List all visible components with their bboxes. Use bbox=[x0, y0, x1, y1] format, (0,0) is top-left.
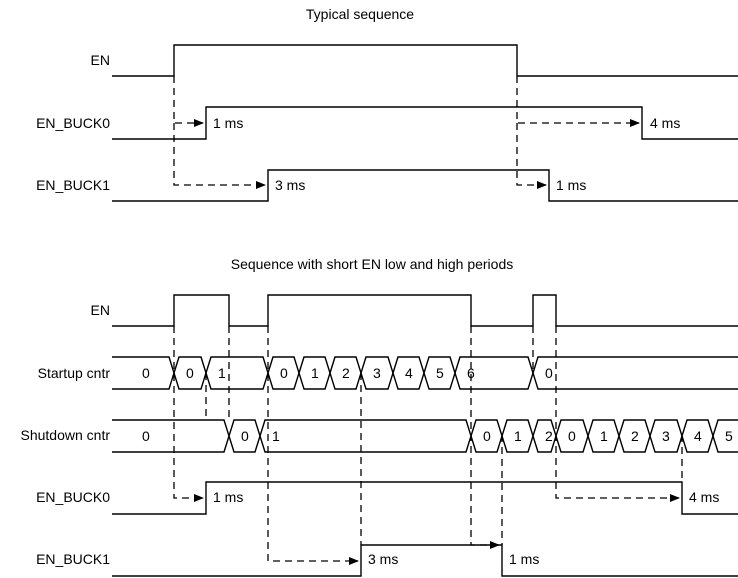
startup-counter-value: 0 bbox=[280, 365, 288, 381]
short-en-fall2-to-buck1-arrow bbox=[470, 326, 500, 549]
short-buck1-off-delay: 1 ms bbox=[509, 551, 539, 567]
short-en-buck0-label: EN_BUCK0 bbox=[36, 489, 110, 505]
shutdown-counter-value: 5 bbox=[725, 428, 733, 444]
shutdown-counter-value: 4 bbox=[694, 428, 702, 444]
typical-buck0-on-delay: 1 ms bbox=[213, 115, 243, 131]
startup-counter-segment bbox=[532, 356, 738, 390]
shutdown-counter-value: 0 bbox=[142, 428, 150, 444]
typical-buck1-off-delay: 1 ms bbox=[556, 177, 586, 193]
short-en-label: EN bbox=[91, 302, 110, 318]
short-en-buck0-waveform bbox=[112, 481, 738, 515]
short-en-rise2-to-buck1-arrow bbox=[267, 326, 359, 565]
short-buck0-on-delay: 1 ms bbox=[213, 489, 243, 505]
shutdown-counter-value: 1 bbox=[600, 428, 608, 444]
startup-counter-value: 0 bbox=[545, 365, 553, 381]
startup-counter-value: 6 bbox=[467, 365, 475, 381]
short-startup-label: Startup cntr bbox=[38, 365, 111, 381]
shutdown-counter-value: 1 bbox=[272, 428, 280, 444]
shutdown-counter-segment bbox=[259, 419, 472, 453]
shutdown-counter-value: 2 bbox=[631, 428, 639, 444]
shutdown-counter-value: 1 bbox=[514, 428, 522, 444]
typical-en-fall-to-buck0-arrow bbox=[516, 76, 640, 127]
startup-counter-segment bbox=[205, 356, 269, 390]
shutdown-counter-value: 0 bbox=[483, 428, 491, 444]
shutdown-counter-value: 0 bbox=[568, 428, 576, 444]
startup-counter-value: 0 bbox=[142, 365, 150, 381]
startup-counter-value: 0 bbox=[186, 365, 194, 381]
typical-buck0-off-delay: 4 ms bbox=[650, 115, 680, 131]
shutdown-counter-segment bbox=[712, 419, 738, 453]
typical-en-buck1-waveform bbox=[112, 169, 738, 202]
short-title: Sequence with short EN low and high peri… bbox=[231, 256, 514, 272]
startup-counter-value: 3 bbox=[373, 365, 381, 381]
short-buck1-on-delay: 3 ms bbox=[368, 551, 398, 567]
typical-en-buck0-label: EN_BUCK0 bbox=[36, 115, 110, 131]
short-en-buck1-label: EN_BUCK1 bbox=[36, 551, 110, 567]
typical-en-label: EN bbox=[91, 52, 110, 68]
short-en-waveform bbox=[112, 294, 738, 327]
startup-counter-value: 2 bbox=[342, 365, 350, 381]
typical-buck1-on-delay: 3 ms bbox=[275, 177, 305, 193]
typical-en-buck1-label: EN_BUCK1 bbox=[36, 177, 110, 193]
short-en-buck1-waveform bbox=[112, 544, 738, 577]
startup-counter-value: 5 bbox=[436, 365, 444, 381]
startup-counter-bus: 0 0 1 0 1 2 3 4 5 6 0 bbox=[112, 356, 738, 390]
shutdown-counter-value: 2 bbox=[545, 428, 553, 444]
typical-en-buck0-waveform bbox=[112, 106, 738, 140]
typical-title: Typical sequence bbox=[306, 6, 414, 22]
short-buck0-off-delay: 4 ms bbox=[689, 489, 719, 505]
short-shutdown-label: Shutdown cntr bbox=[21, 427, 111, 443]
shutdown-counter-segment bbox=[112, 419, 230, 453]
typical-en-waveform bbox=[112, 44, 738, 77]
startup-counter-value: 1 bbox=[311, 365, 319, 381]
typical-en-rise-to-buck1-arrow bbox=[173, 123, 266, 189]
shutdown-counter-value: 0 bbox=[241, 428, 249, 444]
short-en-fall3-to-buck0-arrow bbox=[555, 326, 680, 502]
startup-counter-value: 4 bbox=[405, 365, 413, 381]
typical-en-rise-to-buck0-arrow bbox=[173, 76, 204, 127]
startup-counter-value: 1 bbox=[218, 365, 226, 381]
shutdown-counter-value: 3 bbox=[662, 428, 670, 444]
typical-en-fall-to-buck1-arrow bbox=[516, 123, 547, 189]
short-en-rise-to-buck0-arrow bbox=[173, 326, 204, 502]
